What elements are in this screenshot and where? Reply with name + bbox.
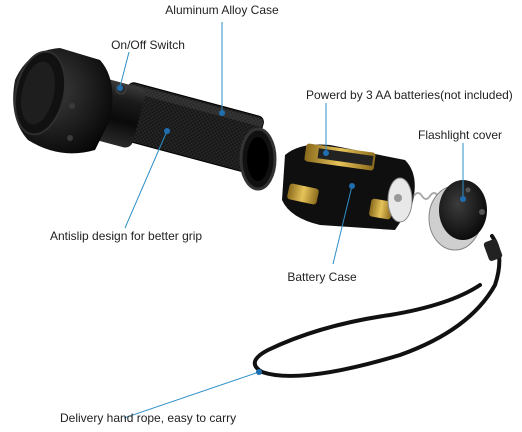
label-flashlight-cover: Flashlight cover xyxy=(418,128,503,142)
flashlight-head xyxy=(13,48,113,154)
label-antislip-grip: Antislip design for better grip xyxy=(50,229,203,243)
callout-dots xyxy=(117,85,466,375)
tail-cap xyxy=(413,180,487,251)
hand-rope xyxy=(252,234,502,378)
leader-lines xyxy=(119,22,464,419)
label-battery-case: Battery Case xyxy=(287,270,357,284)
label-on-off-switch: On/Off Switch xyxy=(111,38,185,52)
grip-knurling xyxy=(115,82,264,173)
battery-left xyxy=(287,183,319,205)
label-hand-rope: Delivery hand rope, easy to carry xyxy=(60,411,237,425)
battery-carrier xyxy=(282,143,415,230)
label-aluminum-case: Aluminum Alloy Case xyxy=(165,3,279,17)
label-batteries: Powerd by 3 AA batteries(not included) xyxy=(306,88,513,102)
flashlight-body xyxy=(13,48,277,191)
battery-right xyxy=(369,198,393,220)
spring xyxy=(413,192,439,200)
rope-clip xyxy=(483,239,503,261)
